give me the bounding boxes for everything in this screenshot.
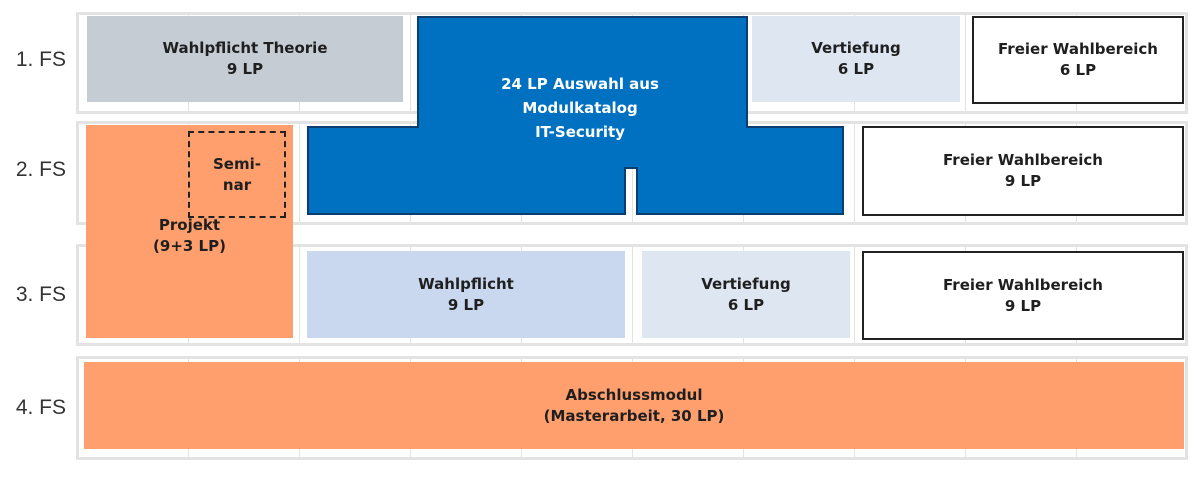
module-wahlpflicht-theorie: Wahlpflicht Theorie 9 LP [87,16,403,102]
it-security-label: 24 LP Auswahl aus Modulkatalog IT-Securi… [420,72,740,144]
gridline [965,12,966,114]
module-credits: 9 LP [447,295,485,314]
module-credits: 6 LP [837,60,875,78]
module-title: Freier Wahlbereich [943,275,1103,294]
module-credits: 9 LP [1004,172,1042,190]
module-title: Freier Wahlbereich [998,40,1158,58]
module-title: Vertiefung [811,39,901,57]
module-title: Projekt [158,215,221,234]
module-freier-wahlbereich-fs1: Freier Wahlbereich 6 LP [972,16,1184,104]
gridline [410,12,411,114]
module-credits: (Masterarbeit, 30 LP) [543,406,725,425]
module-title: Freier Wahlbereich [943,151,1103,169]
row-label-fs2: 2. FS [15,158,66,181]
seminar-line-1: Semi- [213,154,261,173]
gridline [299,121,300,225]
it-security-line-2: Modulkatalog [522,99,638,117]
gridline [854,121,855,225]
seminar-line-2: nar [222,175,252,194]
module-credits: 6 LP [1059,61,1097,79]
row-label-fs3: 3. FS [15,283,66,306]
module-title: Wahlpflicht [418,274,514,293]
module-title: Wahlpflicht Theorie [162,39,328,57]
module-freier-wahlbereich-fs3: Freier Wahlbereich 9 LP [862,251,1184,340]
module-abschlussmodul: Abschlussmodul (Masterarbeit, 30 LP) [84,362,1184,449]
module-freier-wahlbereich-fs2: Freier Wahlbereich 9 LP [862,126,1184,216]
module-credits: 9 LP [1004,296,1042,315]
module-vertiefung-fs1: Vertiefung 6 LP [752,16,960,102]
module-title: Vertiefung [701,274,791,293]
gridline [632,121,633,225]
it-security-shape [307,16,844,215]
gridline [632,244,633,346]
it-security-line-3: IT-Security [535,123,625,141]
module-credits: (9+3 LP) [153,236,226,255]
module-seminar: Semi- nar [188,131,286,218]
gridline [854,244,855,346]
module-credits: 9 LP [226,60,264,78]
gridline [299,244,300,346]
module-title: Abschlussmodul [565,385,703,404]
row-label-fs1: 1. FS [15,48,66,71]
it-security-line-1: 24 LP Auswahl aus [501,75,659,93]
module-vertiefung-fs3: Vertiefung 6 LP [642,251,850,338]
module-credits: 6 LP [727,295,765,314]
row-label-fs4: 4. FS [15,396,66,419]
module-wahlpflicht-fs3: Wahlpflicht 9 LP [307,251,625,338]
